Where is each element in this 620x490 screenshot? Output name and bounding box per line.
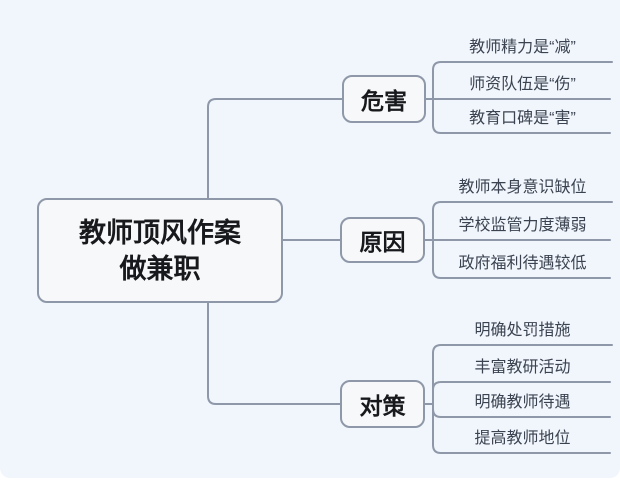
connector-cause-leaf3 [432,239,611,279]
branch-node-cause[interactable]: 原因 [340,217,425,263]
central-topic-line1: 教师顶风作案 [79,217,241,248]
connector-solution-leaf1 [432,344,613,405]
leaf-topic-solution-3[interactable]: 明确教师待遇 [474,394,571,411]
connector-harm-leaf1 [432,61,613,100]
connector-solution-leaf2 [432,381,611,405]
connector-cause-leaf1 [432,201,613,241]
leaf-topic-cause-1[interactable]: 教师本身意识缺位 [458,179,587,196]
leaf-topic-harm-1[interactable]: 教师精力是“减” [469,39,576,56]
connector-harm-leaf3 [432,98,611,134]
branch-node-solution[interactable]: 对策 [340,380,425,428]
leaf-topic-harm-3[interactable]: 教育口碑是“害” [469,110,576,127]
connector-solution-leaf4 [432,403,611,454]
central-topic-line2: 做兼职 [119,253,201,284]
connector-central-solution [207,302,341,405]
leaf-topic-solution-4[interactable]: 提高教师地位 [474,430,571,447]
leaf-topic-cause-2[interactable]: 学校监管力度薄弱 [458,217,587,234]
leaf-topic-solution-2[interactable]: 丰富教研活动 [474,359,571,376]
leaf-topic-solution-1[interactable]: 明确处罚措施 [474,322,571,339]
connector-central-harm [207,98,343,199]
leaf-topic-cause-3[interactable]: 政府福利待遇较低 [458,255,587,272]
branch-node-harm[interactable]: 危害 [342,75,426,123]
central-topic-node[interactable]: 教师顶风作案 做兼职 [37,198,283,303]
leaf-topic-harm-2[interactable]: 师资队伍是“伤” [469,76,576,93]
